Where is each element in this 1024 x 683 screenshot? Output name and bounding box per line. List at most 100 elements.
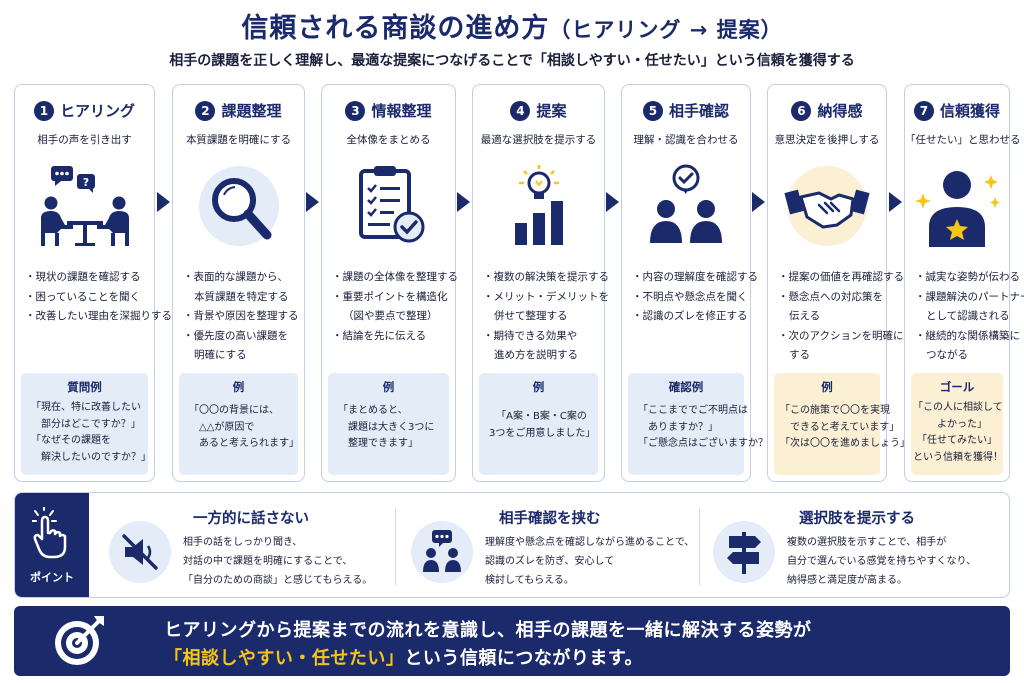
point-text: 相手の話をしっかり聞き、 対話の中で課題を明確にすることで、 「自分のための商談… bbox=[183, 533, 372, 590]
mute-icon bbox=[122, 534, 158, 570]
bullet-item: ・困っていることを聞く bbox=[25, 290, 140, 303]
point-item-2: 相手確認を挟む 理解度や懸念点を確認しながら進めることで、 認識のズレを防ぎ、安… bbox=[411, 493, 711, 597]
bullet-item: ・次のアクションを明確に bbox=[778, 329, 904, 342]
example-line: 「ご懸念点はございますか？」 bbox=[638, 438, 778, 449]
handshake-icon bbox=[784, 166, 870, 246]
title-main: 信頼される商談の進め方 bbox=[241, 13, 550, 44]
example-box: 質問例 「現在、特に改善したい 部分はどこですか？」 「なぜその課題を 解決した… bbox=[21, 373, 151, 475]
meeting-icon: ? bbox=[40, 166, 129, 246]
points-label: ポイント bbox=[30, 571, 74, 584]
arrow-right-icon bbox=[606, 192, 619, 212]
arrow-right-icon bbox=[157, 192, 170, 212]
step-bullets: ・内容の理解度を確認する ・不明点や懸念点を聞く ・認識のズレを修正する bbox=[632, 268, 758, 327]
step-bullets: ・課題の全体像を整理する ・重要ポイントを構造化 （図や要点で整理） ・結論を先… bbox=[332, 268, 458, 346]
magnifier-icon bbox=[198, 166, 279, 246]
bullet-item: （図や要点で整理） bbox=[343, 310, 438, 322]
example-line: △△が原因で bbox=[189, 421, 255, 433]
example-text: 「まとめると、 課題は大きく3つに 整理できます」 bbox=[338, 403, 445, 453]
example-text: 「この人に相談して よかった」 「任せてみたい」 という信頼を獲得！ bbox=[913, 400, 1003, 466]
chat-people-icon bbox=[423, 530, 461, 572]
example-title: ゴール bbox=[939, 380, 975, 394]
bullet-item: ・結論を先に伝える bbox=[332, 329, 427, 342]
point-title: 選択肢を提示する bbox=[799, 511, 915, 527]
bullet-item: として認識される bbox=[926, 310, 1010, 322]
point-item-3: 選択肢を提示する 複数の選択肢を示すことで、相手が 自分で選んでいる感覚を持ちや… bbox=[713, 493, 1003, 597]
bullet-item: する bbox=[789, 349, 810, 361]
step-header: 5 相手確認 bbox=[622, 100, 750, 121]
example-line: できると考えています」 bbox=[780, 421, 900, 433]
example-line: 課題は大きく3つに bbox=[338, 421, 435, 433]
step-description: 「任せたい」と思わせる bbox=[905, 134, 1021, 146]
people-check-icon bbox=[650, 164, 722, 243]
banner-line-2: 「相談しやすい・任せたい」という信頼につながります。 bbox=[164, 644, 643, 670]
step-bullets: ・現状の課題を確認する ・困っていることを聞く ・改善したい理由を深掘りする bbox=[25, 268, 172, 327]
point-line: 相手の話をしっかり聞き、 bbox=[183, 537, 303, 548]
divider bbox=[395, 509, 396, 585]
example-title: 確認例 bbox=[668, 380, 704, 394]
example-text: 「現在、特に改善したい 部分はどこですか？」 「なぜその課題を 解決したいのです… bbox=[31, 400, 151, 466]
example-text: 「ここまででご不明点は ありますか？」 「ご懸念点はございますか？」 bbox=[638, 403, 778, 453]
step-bullets: ・表面的な課題から、 本質課題を特定する ・背景や原因を整理する ・優先度の高い… bbox=[183, 268, 299, 366]
example-line: 「現在、特に改善したい bbox=[31, 402, 141, 413]
step-number: 3 bbox=[345, 100, 366, 121]
example-text: 「A案・B案・C案の 3つをご用意しました」 bbox=[489, 409, 596, 442]
point-text: 複数の選択肢を示すことで、相手が 自分で選んでいる感覚を持ちやすくなり、 納得感… bbox=[787, 533, 976, 590]
bullet-item: 明確にする bbox=[194, 349, 247, 361]
example-line: 「次は〇〇を進めましょう」 bbox=[780, 438, 910, 449]
point-line: 複数の選択肢を示すことで、相手が bbox=[787, 537, 947, 548]
example-line: という信頼を獲得！ bbox=[913, 451, 1003, 463]
bullet-item: ・背景や原因を整理する bbox=[183, 310, 299, 322]
step-header: 6 納得感 bbox=[768, 100, 886, 121]
step-description: 全体像をまとめる bbox=[346, 134, 431, 146]
example-line: 「この施策で〇〇を実現 bbox=[780, 405, 890, 416]
bullet-item: ・継続的な関係構築に bbox=[915, 329, 1020, 342]
step-description: 最適な選択肢を提示する bbox=[480, 134, 597, 146]
arrow-right-icon bbox=[457, 192, 470, 212]
step-title: 相手確認 bbox=[668, 102, 729, 120]
bullet-item: ・改善したい理由を深掘りする bbox=[25, 310, 172, 322]
step-title: ヒアリング bbox=[59, 102, 135, 120]
step-title: 信頼獲得 bbox=[939, 102, 1000, 120]
bullet-item: ・提案の価値を再確認する bbox=[778, 271, 904, 283]
example-line: 「なぜその課題を bbox=[31, 435, 111, 446]
step-number: 5 bbox=[642, 100, 663, 121]
bullet-item: ・誠実な姿勢が伝わる bbox=[915, 271, 1020, 283]
bullet-item: ・課題の全体像を整理する bbox=[332, 271, 458, 283]
arrow-right-icon bbox=[752, 192, 765, 212]
example-line: 「まとめると、 bbox=[338, 405, 408, 416]
point-text: 理解度や懸念点を確認しながら進めることで、 認識のズレを防ぎ、安心して 検討して… bbox=[485, 533, 694, 590]
step-number: 7 bbox=[913, 100, 934, 121]
step-bullets: ・誠実な姿勢が伝わる ・課題解決のパートナー として認識される ・継続的な関係構… bbox=[915, 268, 1024, 366]
page-title: 信頼される商談の進め方（ヒアリング → 提案） bbox=[0, 6, 1024, 45]
example-title: 例 bbox=[382, 380, 395, 394]
clipboard-icon bbox=[358, 166, 424, 243]
person-star-icon bbox=[915, 171, 1000, 247]
step-title: 納得感 bbox=[817, 102, 863, 120]
example-title: 例 bbox=[232, 380, 245, 394]
bullet-item: ・重要ポイントを構造化 bbox=[332, 290, 448, 303]
step-number: 1 bbox=[33, 100, 54, 121]
step-title: 課題整理 bbox=[221, 102, 282, 120]
point-line: 納得感と満足度が高まる。 bbox=[787, 575, 907, 586]
bullet-item: ・期待できる効果や bbox=[483, 329, 578, 342]
bullet-item: ・課題解決のパートナー bbox=[915, 290, 1024, 303]
example-line: 「〇〇の背景には、 bbox=[189, 405, 279, 416]
step-number: 6 bbox=[791, 100, 812, 121]
bullet-item: ・メリット・デメリットを bbox=[483, 290, 609, 303]
example-line: よかった」 bbox=[927, 418, 987, 430]
bullet-item: 進め方を説明する bbox=[494, 349, 578, 361]
example-text: 「〇〇の背景には、 △△が原因で あると考えられます」 bbox=[189, 403, 299, 453]
example-box: 確認例 「ここまででご不明点は ありますか？」 「ご懸念点はございますか？」 bbox=[628, 373, 778, 475]
example-title: 質問例 bbox=[67, 380, 102, 394]
banner-line-1: ヒアリングから提案までの流れを意識し、相手の課題を一緒に解決する姿勢が bbox=[164, 620, 812, 641]
bullet-item: ・内容の理解度を確認する bbox=[632, 271, 758, 283]
bullet-item: 併せて整理する bbox=[494, 310, 568, 322]
step-header: 7 信頼獲得 bbox=[905, 100, 1009, 121]
point-line: 対話の中で課題を明確にすることで、 bbox=[183, 556, 353, 567]
target-icon bbox=[55, 616, 104, 665]
example-line: 3つをご用意しました」 bbox=[489, 427, 596, 439]
